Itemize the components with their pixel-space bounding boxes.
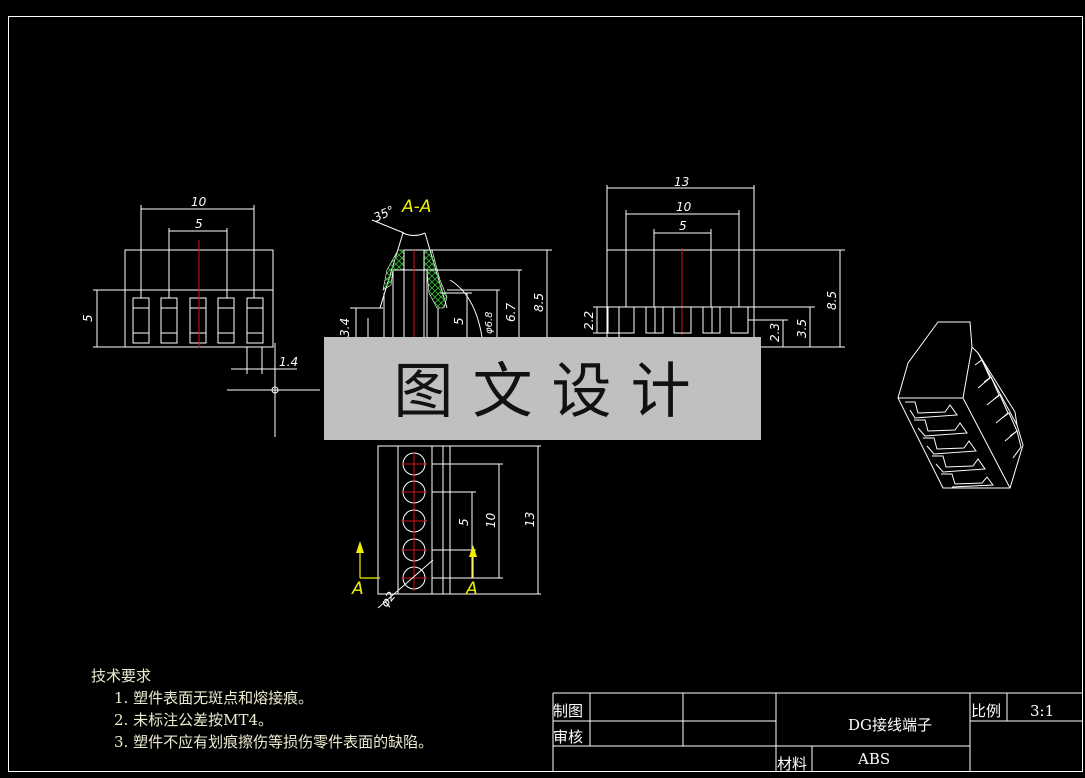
requirement-item: 3. 塑件不应有划痕擦伤等损伤零件表面的缺陷。 xyxy=(114,733,433,751)
dim-5: 5 xyxy=(679,219,687,233)
section-mark-right: A xyxy=(465,545,478,599)
checked-by-label: 审核 xyxy=(553,728,583,746)
dim-10: 10 xyxy=(676,200,692,214)
dim-5: 5 xyxy=(457,518,471,526)
drawn-by-label: 制图 xyxy=(553,702,583,720)
arrow-up-icon xyxy=(469,545,477,557)
dim-3.5: 3.5 xyxy=(795,319,809,338)
dim-8.5: 8.5 xyxy=(532,293,546,312)
dim-2.2: 2.2 xyxy=(582,311,596,330)
watermark-text: 图 文 设 计 xyxy=(393,357,690,427)
dim-5: 5 xyxy=(195,217,203,231)
dim-1.4: 1.4 xyxy=(279,355,298,369)
front-view-left: 10 5 5 1.4 xyxy=(81,195,320,437)
dim-5: 5 xyxy=(452,317,466,325)
dim-phi-6.8: φ6.8 xyxy=(484,312,495,335)
material-label: 材料 xyxy=(777,755,807,773)
dim-2.3: 2.3 xyxy=(768,323,782,342)
technical-requirements: 技术要求 1. 塑件表面无斑点和熔接痕。 2. 未标注公差按MT4。 3. 塑件… xyxy=(91,667,433,751)
part-name: DG接线端子 xyxy=(848,716,932,734)
isometric-view xyxy=(897,321,1024,489)
dim-6.7: 6.7 xyxy=(504,303,518,322)
svg-text:A: A xyxy=(465,579,478,599)
holes xyxy=(401,452,427,591)
dim-10: 10 xyxy=(191,195,207,209)
section-view-aa: A-A 35° 8.5 6.7 5 φ6.8 3.4 xyxy=(338,197,552,338)
scale-value: 3:1 xyxy=(1030,702,1054,720)
dim-8.5: 8.5 xyxy=(825,291,839,310)
requirements-title: 技术要求 xyxy=(91,667,151,685)
requirement-item: 2. 未标注公差按MT4。 xyxy=(114,711,273,729)
dim-13: 13 xyxy=(674,175,689,189)
section-label: A-A xyxy=(401,197,431,217)
title-block: 制图 审核 DG接线端子 比例 3:1 材料 ABS xyxy=(552,692,1083,773)
dim-5-vertical: 5 xyxy=(81,314,95,322)
dim-10: 10 xyxy=(484,512,498,528)
dim-phi-2: φ2 xyxy=(378,589,399,610)
dim-3.4: 3.4 xyxy=(338,318,352,337)
slots xyxy=(132,297,264,344)
material-value: ABS xyxy=(857,750,890,768)
requirement-item: 1. 塑件表面无斑点和熔接痕。 xyxy=(114,689,313,707)
arrow-up-icon xyxy=(356,541,364,553)
bottom-view: 5 10 13 φ2 A A xyxy=(351,445,541,610)
watermark: 图 文 设 计 xyxy=(324,337,761,440)
svg-text:A: A xyxy=(351,579,364,599)
drawing-frame xyxy=(8,16,1083,772)
front-view-right: 13 10 5 8.5 3.5 2.3 2.2 xyxy=(582,175,845,348)
scale-label: 比例 xyxy=(971,702,1001,720)
dim-13: 13 xyxy=(523,512,537,527)
section-mark-left: A xyxy=(351,541,380,599)
